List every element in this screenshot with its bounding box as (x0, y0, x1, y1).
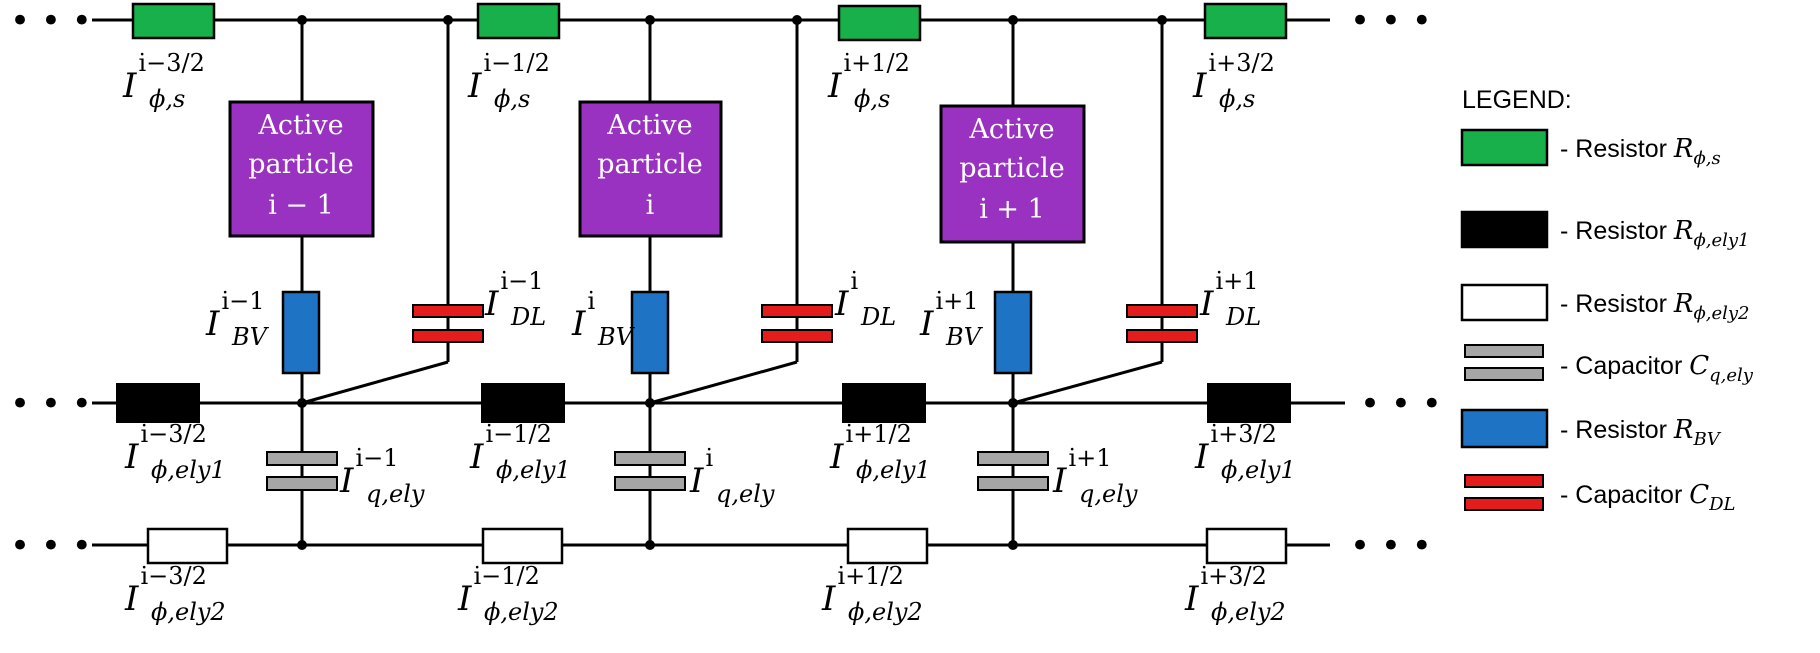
particle-2-line1: Active (606, 110, 692, 141)
capacitor-q-ely-3-top (977, 451, 1049, 466)
active-particle-3-box (939, 104, 1086, 244)
capacitor-q-ely-1-bottom (266, 476, 338, 491)
resistor-phi-ely1-2 (481, 383, 565, 423)
ellipsis-top-right: • • • (1350, 1, 1432, 41)
capacitor-dl-1-bottom (412, 329, 484, 343)
resistor-bv-2 (630, 290, 670, 375)
ellipsis-middle-right: • • • (1360, 384, 1442, 424)
capacitor-q-ely-2-top (614, 451, 686, 466)
legend-item-4: - Capacitor Cq,ely (1560, 351, 1754, 386)
resistor-phi-ely1-1 (116, 383, 200, 423)
capacitor-q-ely-3-bottom (977, 476, 1049, 491)
black-resistor-icon (1460, 210, 1549, 249)
gray-capacitor-icon (1464, 344, 1544, 381)
red-capacitor-icon (1464, 474, 1544, 511)
capacitor-dl-1-top (412, 304, 484, 318)
capacitor-dl-2-bottom (761, 329, 833, 343)
resistor-phi-ely2-4 (1205, 527, 1288, 565)
legend-item-2: - Resistor Rϕ,ely1 (1560, 216, 1750, 251)
particle-2-line2: particle (597, 149, 703, 180)
resistor-phi-ely1-4 (1207, 383, 1291, 423)
particle-3-line2: particle (959, 153, 1065, 184)
particle-1-line3: i − 1 (268, 190, 334, 221)
particle-2-line3: i (646, 190, 655, 221)
active-particle-2-box (578, 100, 723, 238)
capacitor-dl-2-top (761, 304, 833, 318)
capacitor-q-ely-1-top (266, 451, 338, 466)
resistor-phi-ely1-3 (842, 383, 926, 423)
capacitor-dl-3-top (1126, 304, 1198, 318)
resistor-phi-s-1 (131, 2, 216, 40)
resistor-phi-s-4 (1203, 2, 1288, 40)
label-bv-2: IiBV (571, 287, 636, 351)
ellipsis-bottom-left: • • • (10, 526, 92, 566)
label-q-ely-2: Iiq,ely (689, 444, 775, 508)
ellipsis-top-left: • • • (10, 1, 92, 41)
junction-dots (297, 15, 1167, 550)
capacitor-q-ely-2-bottom (614, 476, 686, 491)
legend-item-6: - Capacitor CDL (1560, 480, 1736, 515)
resistor-bv-3 (993, 290, 1033, 375)
particle-3-line3: i + 1 (979, 194, 1045, 225)
legend: LEGEND: - Resistor Rϕ,s - Resistor Rϕ,el… (1460, 86, 1754, 515)
green-resistor-icon (1460, 128, 1549, 167)
resistor-phi-ely2-1 (146, 527, 229, 565)
ellipsis-bottom-right: • • • (1350, 526, 1432, 566)
capacitor-dl-3-bottom (1126, 329, 1198, 343)
legend-title: LEGEND: (1462, 86, 1572, 114)
legend-item-5: - Resistor RBV (1560, 415, 1722, 450)
resistor-bv-1 (281, 290, 321, 375)
resistor-phi-s-2 (476, 2, 561, 40)
white-resistor-icon (1460, 283, 1549, 322)
rails (92, 18, 1345, 547)
active-particle-1-box (228, 100, 375, 238)
legend-item-3: - Resistor Rϕ,ely2 (1560, 289, 1750, 324)
ellipsis-middle-left: • • • (10, 384, 92, 424)
particle-1-line1: Active (257, 110, 343, 141)
legend-item-1: - Resistor Rϕ,s (1560, 134, 1721, 169)
particle-1-line2: particle (248, 149, 354, 180)
resistor-phi-s-3 (837, 4, 922, 42)
blue-resistor-icon (1460, 408, 1549, 449)
resistor-phi-ely2-2 (481, 527, 564, 565)
label-dl-2: IiDL (834, 267, 896, 331)
particle-3-line1: Active (968, 114, 1054, 145)
resistor-phi-ely2-3 (846, 527, 929, 565)
